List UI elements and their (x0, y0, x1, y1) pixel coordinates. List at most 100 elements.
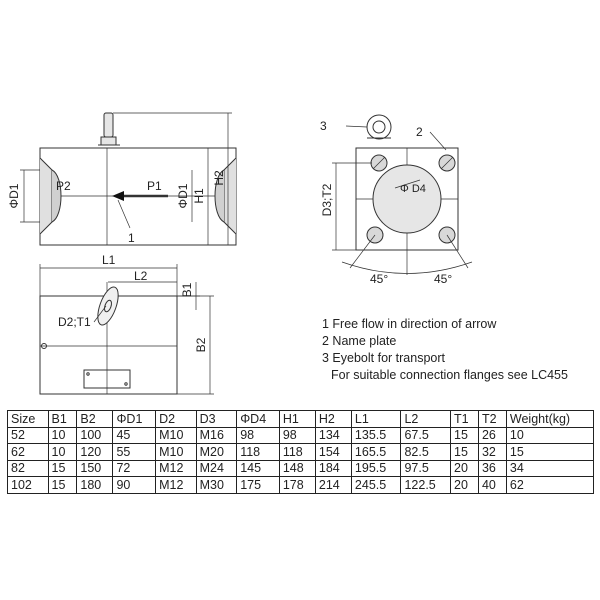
label-callout-2: 2 (416, 125, 423, 139)
label-callout-1: 1 (128, 231, 135, 245)
table-cell: 10 (47, 426, 78, 444)
spec-table: Size B1 B2 ΦD1 D2 D3 ΦD4 H1 H2 L1 L2 T1 … (7, 410, 595, 494)
table-cell: M10 (155, 443, 197, 461)
top-view (39, 264, 214, 395)
right-port (223, 157, 237, 235)
flow-arrow-head (112, 191, 124, 201)
table-header: T1 (450, 410, 479, 428)
table-cell: 165.5 (350, 443, 402, 461)
table-cell: 15 (47, 459, 78, 477)
table-header: Size (7, 410, 49, 428)
label-b2: B2 (194, 337, 208, 352)
center-bore (372, 164, 442, 234)
label-d3-t2: D3;T2 (320, 183, 334, 216)
table-cell: 118 (278, 443, 316, 461)
note-2: 2 Name plate (322, 334, 397, 348)
left-port-chamfer (51, 169, 62, 223)
label-d1-right: ΦD1 (176, 183, 190, 208)
mounting-hole-mark (41, 343, 47, 349)
table-cell: 245.5 (350, 476, 402, 494)
table-cell: 67.5 (400, 426, 452, 444)
right-port-chamfer (214, 169, 225, 223)
label-d1-left: ΦD1 (7, 183, 21, 208)
table-cell: 34 (505, 459, 595, 477)
table-cell: 15 (505, 443, 595, 461)
table-cell: 180 (76, 476, 114, 494)
table-cell: 214 (314, 476, 352, 494)
table-header: D3 (195, 410, 238, 428)
table-header: B2 (76, 410, 114, 428)
left-port (39, 157, 53, 235)
table-cell: M30 (195, 476, 238, 494)
table-cell: 134 (314, 426, 352, 444)
table-header: L1 (350, 410, 402, 428)
table-cell: 102 (7, 476, 49, 494)
table-cell: 62 (505, 476, 595, 494)
front-view (20, 112, 237, 246)
table-cell: 20 (450, 476, 479, 494)
table-cell: 15 (450, 426, 479, 444)
table-cell: 98 (278, 426, 316, 444)
table-cell: M12 (155, 476, 197, 494)
table-cell: 98 (236, 426, 280, 444)
table-header-row: Size B1 B2 ΦD1 D2 D3 ΦD4 H1 H2 L1 L2 T1 … (7, 410, 595, 428)
label-l1: L1 (102, 253, 116, 267)
table-cell: 45 (112, 426, 157, 444)
note-1: 1 Free flow in direction of arrow (322, 317, 497, 331)
table-cell: M24 (195, 459, 238, 477)
label-angle-left: 45° (370, 272, 388, 286)
side-view (332, 114, 473, 275)
label-b1: B1 (180, 282, 194, 297)
table-cell: 184 (314, 459, 352, 477)
front-eyebolt (98, 112, 120, 146)
name-plate (83, 369, 131, 389)
label-p1: P1 (147, 179, 162, 193)
table-cell: 10 (505, 426, 595, 444)
table-cell: 154 (314, 443, 352, 461)
label-angle-right: 45° (434, 272, 452, 286)
table-cell: M16 (195, 426, 238, 444)
table-cell: 10 (47, 443, 78, 461)
table-row: 62 10 120 55 M10 M20 118 118 154 165.5 8… (7, 443, 595, 461)
table-cell: 52 (7, 426, 49, 444)
table-header: D2 (155, 410, 197, 428)
table-cell: 195.5 (350, 459, 402, 477)
table-header: ΦD1 (112, 410, 157, 428)
table-cell: M20 (195, 443, 238, 461)
table-cell: 82 (7, 459, 49, 477)
table-cell: 55 (112, 443, 157, 461)
table-header: H1 (278, 410, 316, 428)
table-row: 102 15 180 90 M12 M30 175 178 214 245.5 … (7, 476, 595, 494)
note-4: For suitable connection flanges see LC45… (331, 368, 568, 382)
table-cell: 15 (450, 443, 479, 461)
table-cell: 120 (76, 443, 114, 461)
table-cell: 148 (278, 459, 316, 477)
callout-1-leader (117, 199, 131, 229)
table-cell: 118 (236, 443, 280, 461)
table-cell: 15 (47, 476, 78, 494)
label-l2: L2 (134, 269, 148, 283)
label-h1: H1 (192, 188, 206, 204)
label-callout-3: 3 (320, 119, 327, 133)
table-cell: 72 (112, 459, 157, 477)
table-cell: 150 (76, 459, 114, 477)
table-cell: 175 (236, 476, 280, 494)
table-header: ΦD4 (236, 410, 280, 428)
table-cell: M12 (155, 459, 197, 477)
table-row: 82 15 150 72 M12 M24 145 148 184 195.5 9… (7, 459, 595, 477)
table-header: H2 (314, 410, 352, 428)
label-d2-t1: D2;T1 (58, 315, 91, 329)
table-header: L2 (400, 410, 452, 428)
table-cell: 97.5 (400, 459, 452, 477)
table-header: T2 (477, 410, 507, 428)
table-cell: 122.5 (400, 476, 452, 494)
table-cell: 145 (236, 459, 280, 477)
table-cell: 178 (278, 476, 316, 494)
label-p2: P2 (56, 179, 71, 193)
table-row: 52 10 100 45 M10 M16 98 98 134 135.5 67.… (7, 426, 595, 444)
table-cell: 26 (477, 426, 507, 444)
table-cell: M10 (155, 426, 197, 444)
table-cell: 62 (7, 443, 49, 461)
table-cell: 135.5 (350, 426, 402, 444)
side-eyebolt-ring (366, 114, 392, 140)
